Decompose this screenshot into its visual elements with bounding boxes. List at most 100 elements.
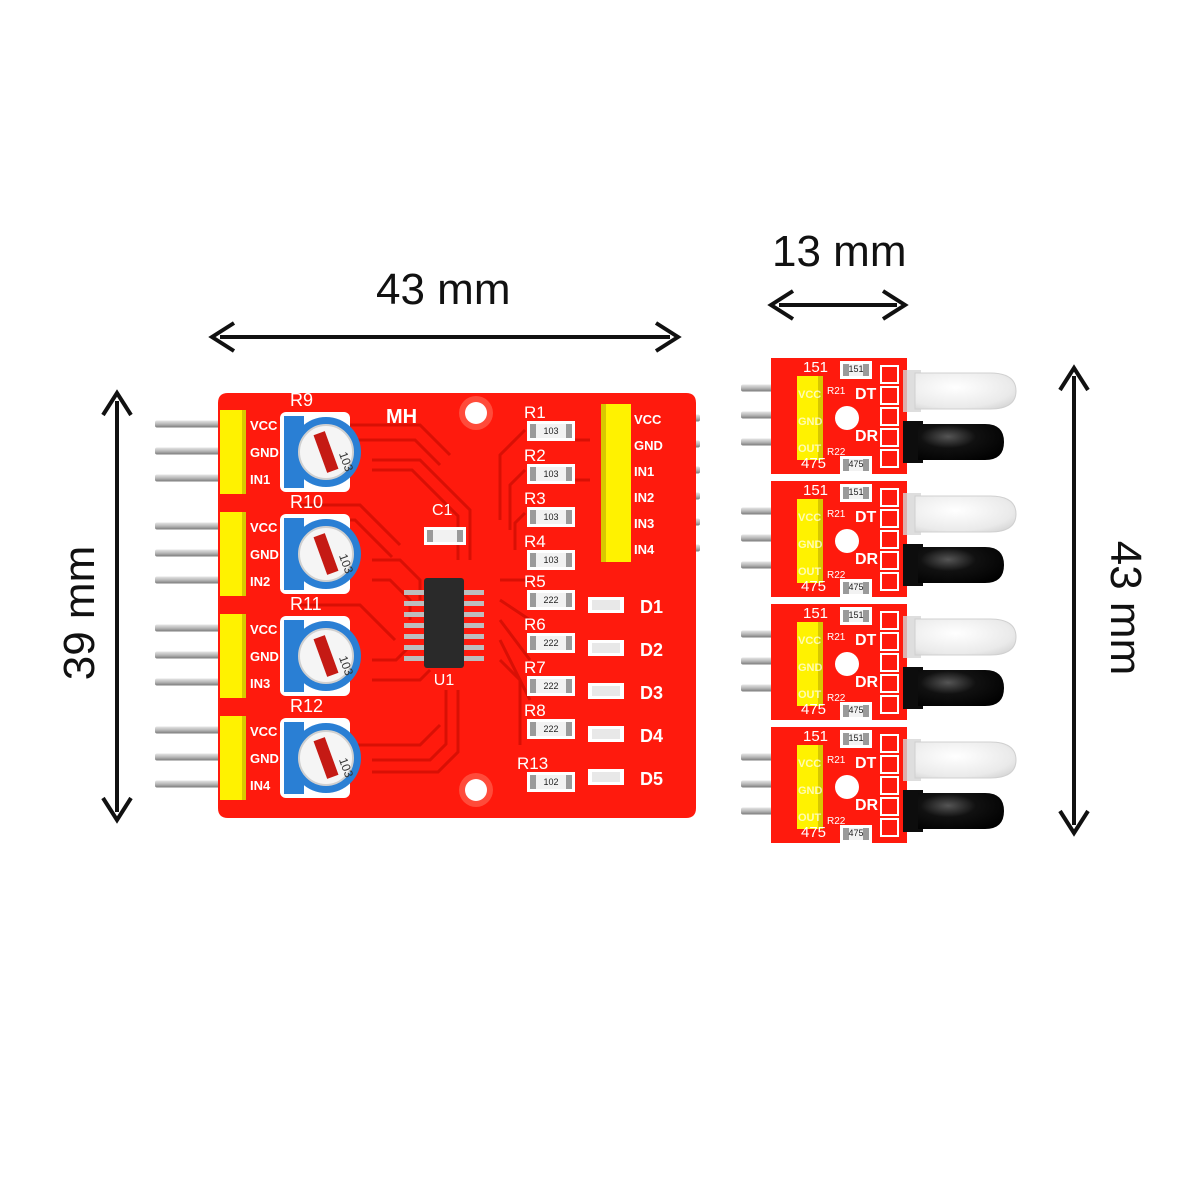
component-code: 475 — [848, 582, 863, 592]
component-pad — [566, 775, 572, 789]
led-dome — [914, 495, 1017, 533]
header-edge — [818, 499, 823, 583]
component-pad — [427, 530, 433, 542]
component-pad — [843, 364, 849, 376]
component-pad — [566, 593, 572, 607]
led-label: D5 — [640, 769, 663, 789]
led-pad — [880, 449, 899, 468]
component-pad — [863, 487, 869, 499]
component-code: 151 — [848, 733, 863, 743]
led-body — [592, 643, 620, 653]
component-code: 103 — [543, 512, 558, 522]
pot-label: R11 — [290, 594, 322, 614]
led-pad — [880, 530, 899, 549]
pin-label: GND — [250, 445, 279, 460]
component-body — [530, 593, 572, 607]
r21-side-code: 151 — [803, 482, 828, 499]
header-edge — [818, 376, 823, 460]
pin-label: GND — [634, 438, 663, 453]
led-pad — [880, 776, 899, 795]
dr-label: DR — [855, 797, 879, 814]
pot-slot — [313, 635, 339, 677]
dt-label: DT — [855, 509, 877, 526]
led-pad — [880, 407, 899, 426]
component-code: 103 — [543, 469, 558, 479]
r21-label: R21 — [827, 755, 846, 766]
main-board: MHVCCGNDIN1R9103VCCGNDIN2R10103VCCGNDIN3… — [155, 390, 700, 818]
component-pad — [863, 610, 869, 622]
pin-label: IN4 — [634, 542, 655, 557]
pin-label: IN1 — [634, 464, 654, 479]
component-pad — [530, 593, 536, 607]
pcb-trace — [498, 658, 522, 745]
resistor-label: R13 — [517, 754, 548, 773]
component-code: 222 — [543, 595, 558, 605]
pin-label: VCC — [250, 418, 278, 433]
component-pad — [566, 510, 572, 524]
ir-receiver — [903, 790, 1004, 832]
sensor-pin-label: GND — [798, 539, 823, 551]
pot-slot — [313, 737, 339, 779]
ic-pin — [460, 623, 484, 628]
pcb-trace — [300, 503, 402, 547]
sensor-pin-label: VCC — [798, 512, 821, 524]
component-pad — [843, 828, 849, 840]
component-pad — [566, 679, 572, 693]
ic-label: U1 — [434, 672, 455, 689]
pot-code: 103 — [336, 654, 356, 678]
component-pad — [863, 733, 869, 745]
resistor-label: R3 — [524, 489, 546, 508]
sensor-pin-label: GND — [798, 416, 823, 428]
pot-slot — [313, 533, 339, 575]
sensor-width-label: 13 mm — [772, 227, 907, 276]
r22-side-code: 475 — [801, 578, 826, 595]
dt-label: DT — [855, 755, 877, 772]
led-dome — [918, 670, 1004, 706]
pin-label: IN4 — [250, 778, 271, 793]
ic-pin — [404, 590, 428, 595]
pin-label: VCC — [250, 724, 278, 739]
component-body — [843, 828, 869, 840]
header-pin — [155, 576, 235, 584]
component-body — [530, 510, 572, 524]
sensor-width-arrow — [767, 289, 909, 321]
component-pad — [530, 467, 536, 481]
pcb-trace — [498, 619, 532, 661]
resistor-label: R4 — [524, 532, 546, 551]
r22-side-code: 475 — [801, 824, 826, 841]
sensor-pin-label: VCC — [798, 758, 821, 770]
component-body — [530, 467, 572, 481]
r21-side-code: 151 — [803, 728, 828, 745]
resistor-r21: 151 — [840, 730, 872, 748]
led-D3: D3 — [588, 683, 663, 703]
header-housing — [220, 614, 246, 698]
resistor-R4: 103 — [527, 550, 575, 570]
component-pad — [530, 510, 536, 524]
header-pin — [155, 549, 235, 557]
pin-label: IN3 — [250, 676, 270, 691]
led-pad — [880, 695, 899, 714]
header-housing — [220, 410, 246, 494]
led-body — [592, 772, 620, 782]
capacitor-c1 — [424, 527, 466, 545]
ic-pin — [404, 656, 428, 661]
component-body — [843, 705, 869, 717]
r21-side-code: 151 — [803, 605, 828, 622]
brand-label: MH — [386, 406, 417, 428]
capacitor-label: C1 — [432, 502, 453, 519]
r21-label: R21 — [827, 386, 846, 397]
mounting-hole — [465, 402, 487, 424]
component-body — [530, 553, 572, 567]
header-housing — [220, 512, 246, 596]
led-dome — [918, 424, 1004, 460]
mounting-hole — [465, 779, 487, 801]
led-D4: D4 — [588, 726, 663, 746]
main-width-arrow — [208, 321, 682, 353]
component-body — [530, 424, 572, 438]
pcb-trace — [345, 438, 442, 467]
